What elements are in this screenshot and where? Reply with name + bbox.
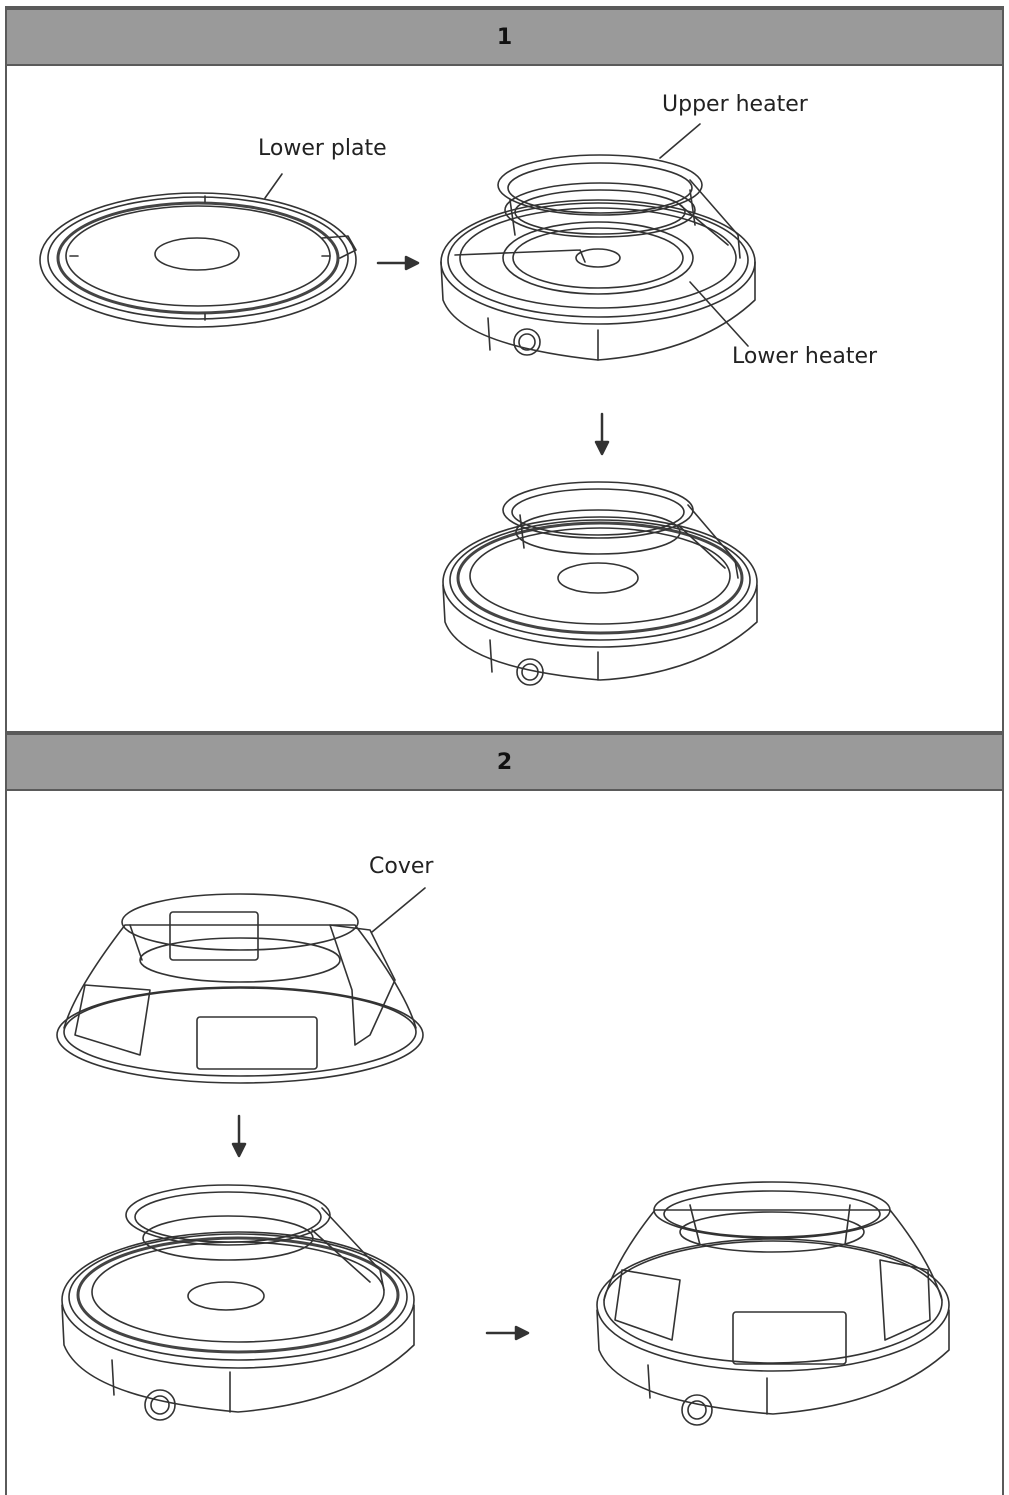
arrow-right-icon — [376, 255, 420, 271]
label-lower-plate: Lower plate — [258, 136, 387, 161]
step-1-header: 1 — [5, 8, 1004, 66]
cover-leader — [371, 887, 426, 933]
step-1-frame — [5, 6, 1004, 732]
arrow-down-icon — [594, 412, 610, 456]
step-2-frame — [5, 731, 1004, 1495]
lower-plate-drawing — [39, 192, 357, 328]
step-2-number: 2 — [496, 749, 513, 775]
assembled-with-cover-drawing — [596, 1181, 950, 1426]
arrow-down-icon — [231, 1114, 247, 1158]
arrow-right-icon — [485, 1325, 530, 1341]
lower-plate-leader — [264, 173, 283, 199]
cover-drawing — [56, 893, 424, 1084]
step-2-header: 2 — [5, 733, 1004, 791]
label-lower-heater: Lower heater — [732, 344, 878, 369]
label-upper-heater: Upper heater — [662, 92, 808, 117]
assembled-base-drawing — [442, 481, 758, 686]
label-cover: Cover — [369, 854, 434, 879]
upper-heater-leader — [659, 123, 701, 159]
base-before-cover-drawing — [61, 1184, 415, 1421]
step-1-number: 1 — [496, 24, 513, 50]
base-with-heaters-drawing — [440, 154, 756, 361]
lower-heater-leader — [689, 281, 749, 347]
